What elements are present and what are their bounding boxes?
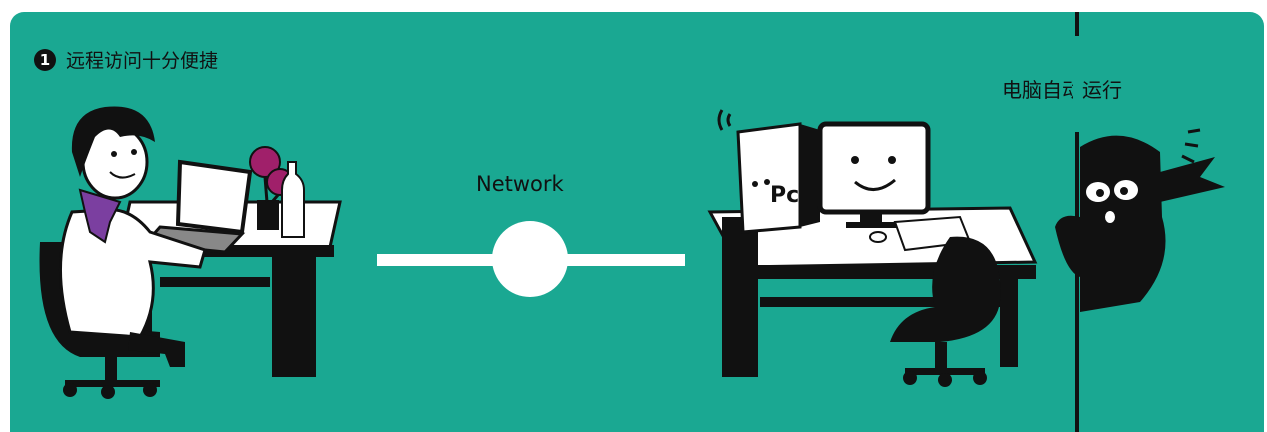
scene-panel: 1 远程访问十分便捷 电脑自动运行 Network: [10, 12, 1264, 432]
masked-intruder-illustration: [1055, 130, 1225, 312]
pc-sticker-text: Pc: [770, 183, 799, 208]
scene-illustrations: Pc: [10, 12, 1264, 432]
network-connector-icon: [377, 221, 685, 297]
smiling-computer-desk-illustration: Pc: [710, 110, 1036, 387]
person-at-laptop-illustration: [40, 106, 341, 399]
